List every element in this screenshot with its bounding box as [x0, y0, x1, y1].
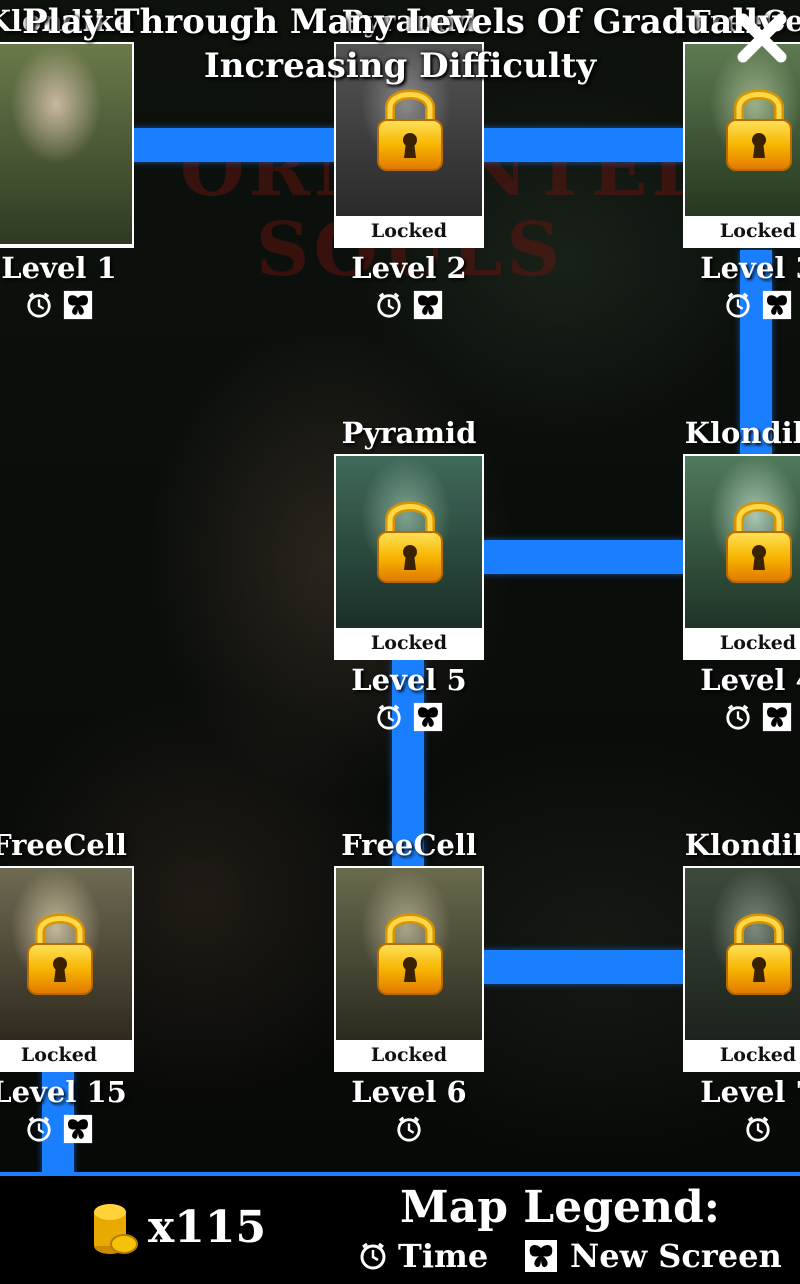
- legend-time: Time: [358, 1234, 488, 1278]
- legend-title: Map Legend:: [400, 1182, 720, 1233]
- game-type-label: Klondike: [684, 416, 800, 450]
- padlock-icon: [726, 913, 792, 995]
- padlock-icon: [726, 501, 792, 583]
- level-number-label: Level 2: [351, 251, 467, 285]
- level-card[interactable]: Locked: [683, 866, 800, 1072]
- path-connector-2-3: [480, 128, 684, 162]
- clock-icon: [726, 704, 750, 730]
- level-status: Locked: [336, 1040, 482, 1070]
- promo-header: Play Through Many Levels Of Gradually In…: [0, 0, 800, 88]
- clock-icon: [397, 1116, 421, 1142]
- level-status: Locked: [336, 216, 482, 246]
- path-connector-4-5: [480, 540, 684, 574]
- game-type-label: FreeCell: [341, 828, 477, 862]
- level-scene-image: [336, 44, 482, 216]
- game-type-label: Pyramid: [341, 4, 477, 38]
- map-footer: x115 Map Legend: Time New Screen: [0, 1172, 800, 1284]
- promo-header-line2: Increasing Difficulty: [203, 46, 597, 86]
- game-type-label: Pyramid: [341, 416, 477, 450]
- coin-count: x115: [148, 1201, 267, 1253]
- game-type-label: Klondike: [0, 4, 133, 38]
- close-button[interactable]: [732, 8, 792, 68]
- butterfly-icon: [413, 290, 443, 320]
- path-connector-5-6: [392, 660, 424, 868]
- level-status: Locked: [685, 216, 800, 246]
- legend-new-screen: New Screen: [524, 1234, 782, 1278]
- level-node-4[interactable]: KlondikeLockedLevel 4: [683, 416, 800, 734]
- level-node-7[interactable]: KlondikeLockedLevel 7: [683, 828, 800, 1146]
- padlock-icon: [377, 913, 443, 995]
- clock-icon: [726, 292, 750, 318]
- level-feature-icons: [683, 1112, 800, 1146]
- level-card[interactable]: Locked: [334, 454, 484, 660]
- padlock-icon: [377, 501, 443, 583]
- level-card[interactable]: Locked: [0, 866, 134, 1072]
- level-feature-icons: [683, 288, 800, 322]
- clock-icon: [27, 292, 51, 318]
- level-status: Locked: [336, 628, 482, 658]
- level-scene-image: [336, 868, 482, 1040]
- clock-icon: [377, 704, 401, 730]
- level-feature-icons: [0, 1112, 134, 1146]
- level-scene-image: [336, 456, 482, 628]
- level-number-label: Level 15: [0, 1075, 127, 1109]
- level-status: Locked: [685, 628, 800, 658]
- close-icon: [737, 13, 787, 63]
- level-card[interactable]: Locked: [683, 42, 800, 248]
- butterfly-icon: [525, 1240, 557, 1272]
- coin-stack-icon: [94, 1204, 138, 1254]
- level-card[interactable]: [0, 42, 134, 248]
- level-scene-image: [685, 868, 800, 1040]
- level-number-label: Level 7: [700, 1075, 800, 1109]
- butterfly-icon: [413, 702, 443, 732]
- butterfly-icon: [63, 290, 93, 320]
- path-connector-1-2: [132, 128, 336, 162]
- level-number-label: Level 6: [351, 1075, 467, 1109]
- level-status: Locked: [0, 1040, 132, 1070]
- game-type-label: Klondike: [684, 828, 800, 862]
- butterfly-icon: [762, 290, 792, 320]
- clock-icon: [746, 1116, 770, 1142]
- promo-header-line1: Play Through Many Levels Of Gradually: [22, 2, 778, 42]
- level-feature-icons: [334, 288, 484, 322]
- coin-balance: x115: [90, 1198, 266, 1256]
- path-connector-3-4: [740, 250, 772, 456]
- level-number-label: Level 4: [700, 663, 800, 697]
- clock-icon: [360, 1242, 386, 1270]
- level-status: Locked: [685, 1040, 800, 1070]
- padlock-icon: [726, 89, 792, 171]
- level-number-label: Level 3: [700, 251, 800, 285]
- level-card[interactable]: Locked: [334, 42, 484, 248]
- level-card[interactable]: Locked: [334, 866, 484, 1072]
- game-type-label: FreeCell: [0, 828, 127, 862]
- level-scene-image: [0, 868, 132, 1040]
- level-feature-icons: [334, 1112, 484, 1146]
- butterfly-icon: [762, 702, 792, 732]
- level-feature-icons: [0, 288, 134, 322]
- level-feature-icons: [683, 700, 800, 734]
- level-scene-image: [685, 44, 800, 216]
- path-connector-6-7: [480, 950, 684, 984]
- level-number-label: Level 5: [351, 663, 467, 697]
- clock-icon: [377, 292, 401, 318]
- level-number-label: Level 1: [1, 251, 117, 285]
- level-scene-image: [0, 44, 132, 244]
- level-card[interactable]: Locked: [683, 454, 800, 660]
- legend-new-screen-label: New Screen: [570, 1237, 782, 1275]
- butterfly-icon: [63, 1114, 93, 1144]
- level-scene-image: [685, 456, 800, 628]
- padlock-icon: [377, 89, 443, 171]
- level-feature-icons: [334, 700, 484, 734]
- padlock-icon: [27, 913, 93, 995]
- legend-time-label: Time: [398, 1237, 489, 1275]
- clock-icon: [27, 1116, 51, 1142]
